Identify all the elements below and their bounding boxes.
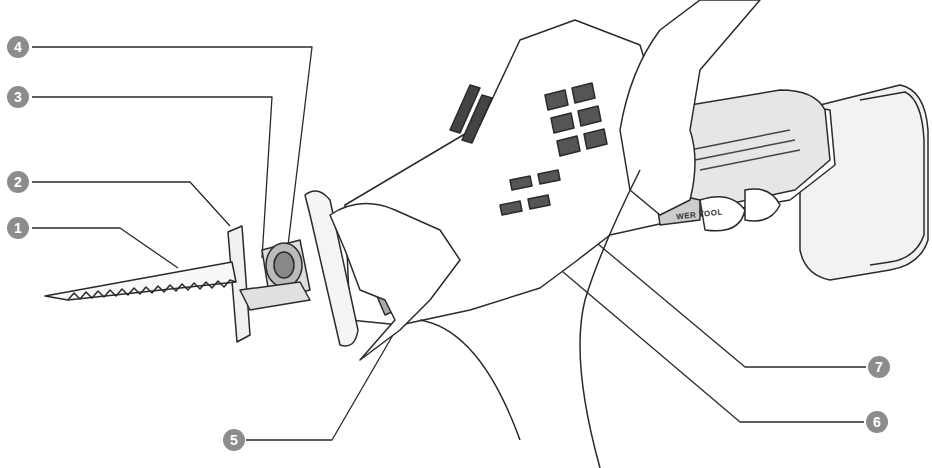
leader-line xyxy=(32,228,178,268)
callout-number: 4 xyxy=(7,36,29,58)
callout-number: 7 xyxy=(868,356,890,378)
leader-line xyxy=(32,47,312,262)
leader-line xyxy=(556,266,864,422)
callout-number: 5 xyxy=(223,429,245,451)
callout-number: 2 xyxy=(7,171,29,193)
callout-number: 6 xyxy=(866,411,888,433)
callout-number: 1 xyxy=(7,217,29,239)
leader-line xyxy=(32,182,230,226)
leader-line xyxy=(246,316,404,440)
callout-number: 3 xyxy=(7,86,29,108)
